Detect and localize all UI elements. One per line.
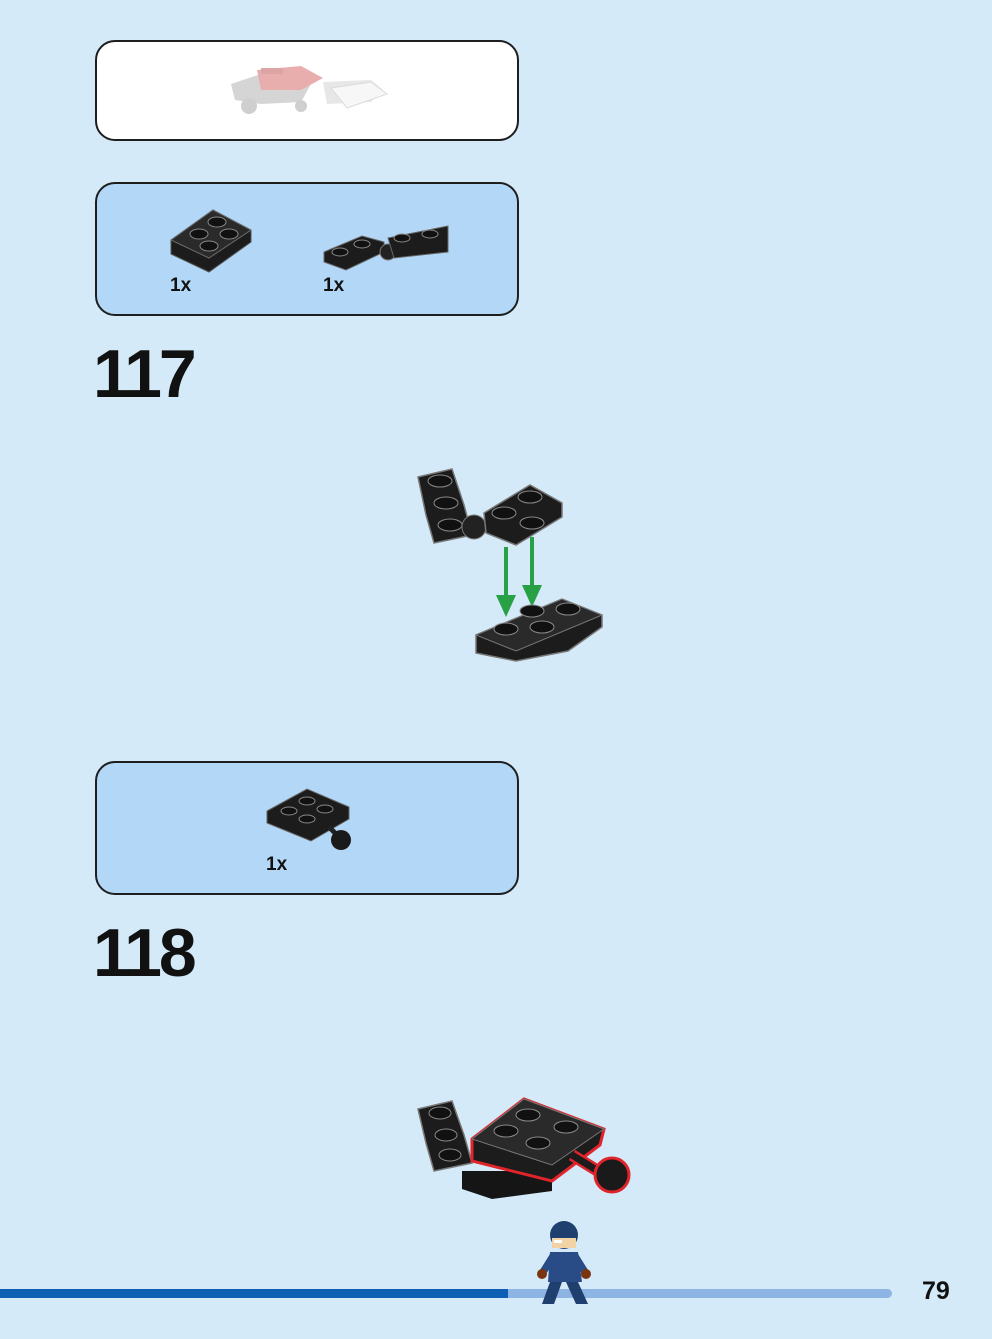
down-arrow-icon [496, 537, 542, 617]
curved-plate-2x2-icon [474, 598, 604, 662]
context-panel [95, 40, 519, 141]
black-plate-2x2-with-ball-icon [266, 788, 351, 850]
highlighted-new-part-icon [470, 1097, 631, 1194]
black-curved-plate-2x2-icon [170, 209, 252, 273]
hinge-plate-pair-icon [417, 468, 563, 546]
page-number: 79 [922, 1277, 950, 1305]
minifigure-walking-icon [537, 1221, 591, 1304]
step-number-117: 117 [93, 336, 197, 412]
step-number-118: 118 [93, 915, 197, 991]
partial-assembly-preview-icon [231, 66, 389, 114]
step-117-assembly [417, 468, 604, 662]
parts-callout-117: 1x 1x [95, 182, 519, 316]
step-118-assembly [417, 1097, 631, 1199]
parts-callout-118: 1x [95, 761, 519, 895]
black-hinge-plate-pair-icon [323, 225, 449, 271]
part-quantity: 1x [323, 275, 345, 296]
part-quantity: 1x [170, 275, 192, 296]
progress-fill [0, 1289, 509, 1298]
part-quantity: 1x [266, 854, 288, 875]
progress-bar [0, 1289, 892, 1298]
